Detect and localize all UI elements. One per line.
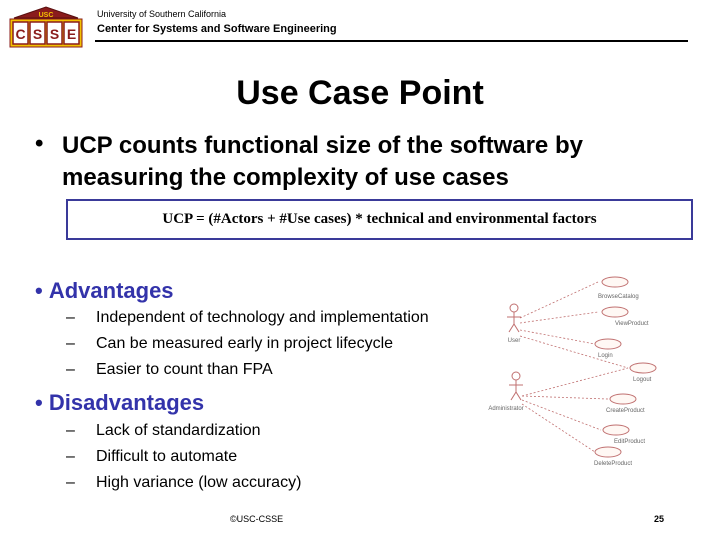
university-name: University of Southern California — [97, 9, 227, 19]
actor-label: Administrator — [488, 406, 523, 412]
dash-marker: – — [66, 361, 75, 378]
logo-letter: S — [33, 26, 42, 42]
header-divider — [95, 40, 688, 42]
center-name: Center for Systems and Software Engineer… — [97, 23, 337, 35]
advantages-heading: • Advantages — [35, 278, 174, 304]
bullet-marker: • — [35, 278, 49, 303]
disadvantage-item: High variance (low accuracy) — [96, 474, 302, 491]
dash-marker: – — [66, 309, 75, 326]
advantage-item: Independent of technology and implementa… — [96, 309, 429, 326]
dash-marker: – — [66, 474, 75, 491]
list-item: – Difficult to automate — [66, 448, 237, 466]
ucp-formula: UCP = (#Actors + #Use cases) * technical… — [162, 211, 597, 227]
use-case-label: DeleteProduct — [594, 461, 632, 467]
advantage-item: Can be measured early in project lifecyc… — [96, 335, 394, 352]
logo-usc-text: USC — [39, 12, 54, 19]
actor-label: User — [508, 338, 521, 344]
disadvantage-item: Lack of standardization — [96, 422, 261, 439]
dash-marker: – — [66, 422, 75, 439]
slide-title: Use Case Point — [236, 74, 484, 112]
main-bullet-text: UCP counts functional size of the softwa… — [62, 132, 583, 191]
csse-logo: USC C S S E — [9, 6, 83, 48]
advantages-heading-text: Advantages — [48, 278, 174, 303]
use-case-label: ViewProduct — [615, 321, 649, 327]
use-case-label: Login — [598, 353, 613, 359]
disadvantages-heading: • Disadvantages — [35, 390, 204, 416]
use-case-label: BrowseCatalog — [598, 294, 639, 300]
page-number: 25 — [654, 514, 665, 524]
dash-marker: – — [66, 335, 75, 352]
bullet-marker: • — [35, 130, 44, 157]
advantage-item: Easier to count than FPA — [96, 361, 273, 378]
actor-user-icon — [507, 303, 521, 333]
disadvantage-item: Difficult to automate — [96, 448, 238, 465]
logo-letter: E — [67, 26, 76, 42]
list-item: – High variance (low accuracy) — [66, 474, 301, 492]
use-case-label: CreateProduct — [606, 408, 645, 414]
list-item: – Can be measured early in project lifecy… — [66, 335, 393, 353]
formula-box: UCP = (#Actors + #Use cases) * technical… — [66, 199, 693, 240]
logo-letter: C — [15, 26, 25, 42]
use-case-label: Logout — [633, 377, 652, 383]
use-case-label: EditProduct — [614, 439, 645, 445]
list-item: – Easier to count than FPA — [66, 361, 273, 379]
footer-copyright: ©USC-CSSE — [230, 514, 284, 524]
bullet-marker: • — [35, 390, 49, 415]
dash-marker: – — [66, 448, 75, 465]
list-item: – Lack of standardization — [66, 422, 261, 440]
logo-letter: S — [50, 26, 59, 42]
actor-admin-icon — [509, 371, 523, 401]
disadvantages-heading-text: Disadvantages — [48, 390, 205, 415]
list-item: – Independent of technology and implement… — [66, 309, 429, 327]
use-case-diagram: User Administrator BrowseCatalog ViewPro… — [488, 276, 657, 467]
